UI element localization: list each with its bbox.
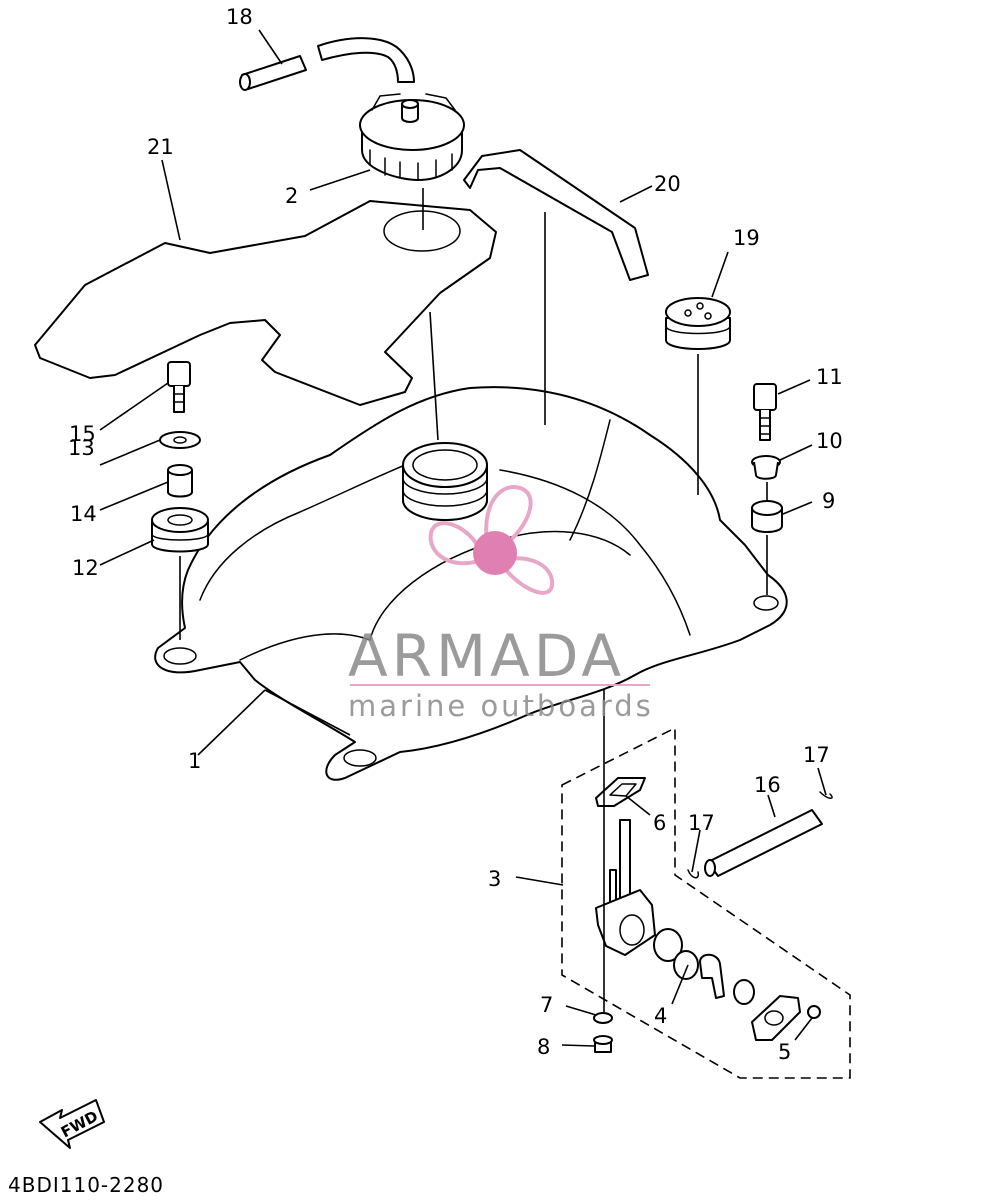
callout-17b: 17 [803, 743, 830, 767]
tank-strap [463, 149, 649, 281]
vent-tube [239, 37, 415, 91]
callout-1: 1 [188, 749, 201, 773]
collar-14 [167, 464, 193, 498]
callout-16: 16 [754, 773, 781, 797]
callout-5: 5 [778, 1040, 791, 1064]
collar-10 [751, 455, 781, 480]
bolt-11 [753, 383, 777, 441]
damper-12 [151, 507, 209, 553]
callout-12: 12 [72, 556, 99, 580]
washer-13 [159, 431, 201, 449]
armada-watermark: ARMADA marine outboards [348, 485, 654, 723]
callout-2: 2 [285, 184, 298, 208]
drawing-code: 4BDI110-2280 [8, 1173, 164, 1197]
callout-13: 13 [68, 436, 95, 460]
callout-7: 7 [540, 993, 553, 1017]
propeller-logo [428, 485, 555, 595]
heat-shield-plate [34, 200, 497, 406]
assembly-outline [561, 726, 851, 1079]
callout-10: 10 [816, 429, 843, 453]
callout-11: 11 [816, 365, 843, 389]
fuel-tank [154, 386, 788, 781]
callout-3: 3 [488, 867, 501, 891]
callout-9: 9 [822, 489, 835, 513]
fuel-cock [593, 777, 833, 1053]
callout-17a: 17 [688, 811, 715, 835]
callout-20: 20 [654, 172, 681, 196]
callout-6: 6 [653, 811, 666, 835]
callout-19: 19 [733, 226, 760, 250]
callout-8: 8 [537, 1035, 550, 1059]
grommet-9 [751, 500, 783, 533]
callout-21: 21 [147, 135, 174, 159]
watermark-subtitle: marine outboards [348, 689, 654, 723]
callout-18: 18 [226, 5, 253, 29]
fwd-arrow: FWD [39, 1099, 105, 1149]
callout-4: 4 [654, 1004, 667, 1028]
grommet-19 [665, 297, 731, 350]
callout-15: 15 [69, 422, 96, 446]
bolt-15 [167, 361, 191, 413]
callout-leaders [99, 29, 827, 1047]
fuel-cap [359, 93, 465, 181]
watermark-title: ARMADA [348, 622, 625, 690]
callout-14: 14 [70, 502, 97, 526]
